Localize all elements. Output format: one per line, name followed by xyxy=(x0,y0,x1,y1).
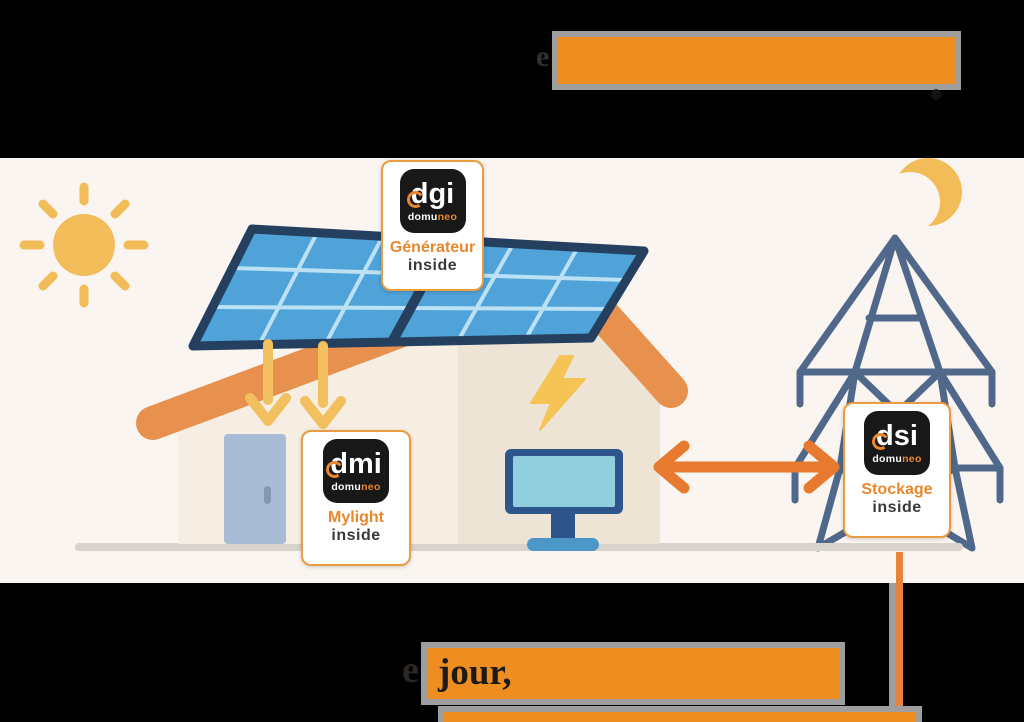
badge-product-name: Mylight xyxy=(328,509,384,526)
badge-mylight-inside: dmi domuneo Mylight inside xyxy=(301,430,411,566)
crescent-moon-icon xyxy=(880,158,962,232)
door xyxy=(224,434,286,544)
top-highlight-box: . xyxy=(552,31,961,108)
dsi-logo-tile: dsi domuneo xyxy=(864,411,930,475)
badge-product-name: Stockage xyxy=(861,481,933,498)
callout-connector xyxy=(896,552,903,712)
double-headed-arrow xyxy=(653,440,840,494)
dsi-logo: dsi xyxy=(876,419,918,452)
badge-inside-label: inside xyxy=(331,527,381,545)
dgi-logo-tile: dgi domuneo xyxy=(399,169,466,233)
badge-stockage-inside: dsi domuneo Stockage inside xyxy=(843,402,951,538)
dgi-logo: dgi xyxy=(410,177,455,210)
badge-inside-label: inside xyxy=(872,499,922,517)
lightning-bolt-icon xyxy=(530,355,586,431)
callout-connector-outline xyxy=(889,583,896,706)
top-text-fragment: e xyxy=(536,40,550,73)
ground-line xyxy=(75,543,963,551)
dmi-logo-tile: dmi domuneo xyxy=(323,439,389,503)
badge-inside-label: inside xyxy=(407,257,458,275)
down-arrows xyxy=(245,339,346,429)
domuneo-wordmark: domuneo xyxy=(331,480,381,493)
badge-generateur-inside: dgi domuneo Générateur inside xyxy=(381,160,484,291)
monitor-icon xyxy=(505,449,623,551)
sun-icon xyxy=(19,182,149,308)
bottom-highlight-line2 xyxy=(438,706,922,722)
bottom-text-fragment: e xyxy=(402,649,419,691)
bottom-highlight-line1: jour, xyxy=(421,642,845,705)
bottom-line1-text: jour, xyxy=(438,652,512,693)
domuneo-wordmark: domuneo xyxy=(872,452,922,465)
dmi-logo: dmi xyxy=(330,447,382,480)
badge-product-name: Générateur xyxy=(389,239,476,256)
domuneo-wordmark: domuneo xyxy=(407,210,458,223)
door-handle xyxy=(264,486,271,504)
